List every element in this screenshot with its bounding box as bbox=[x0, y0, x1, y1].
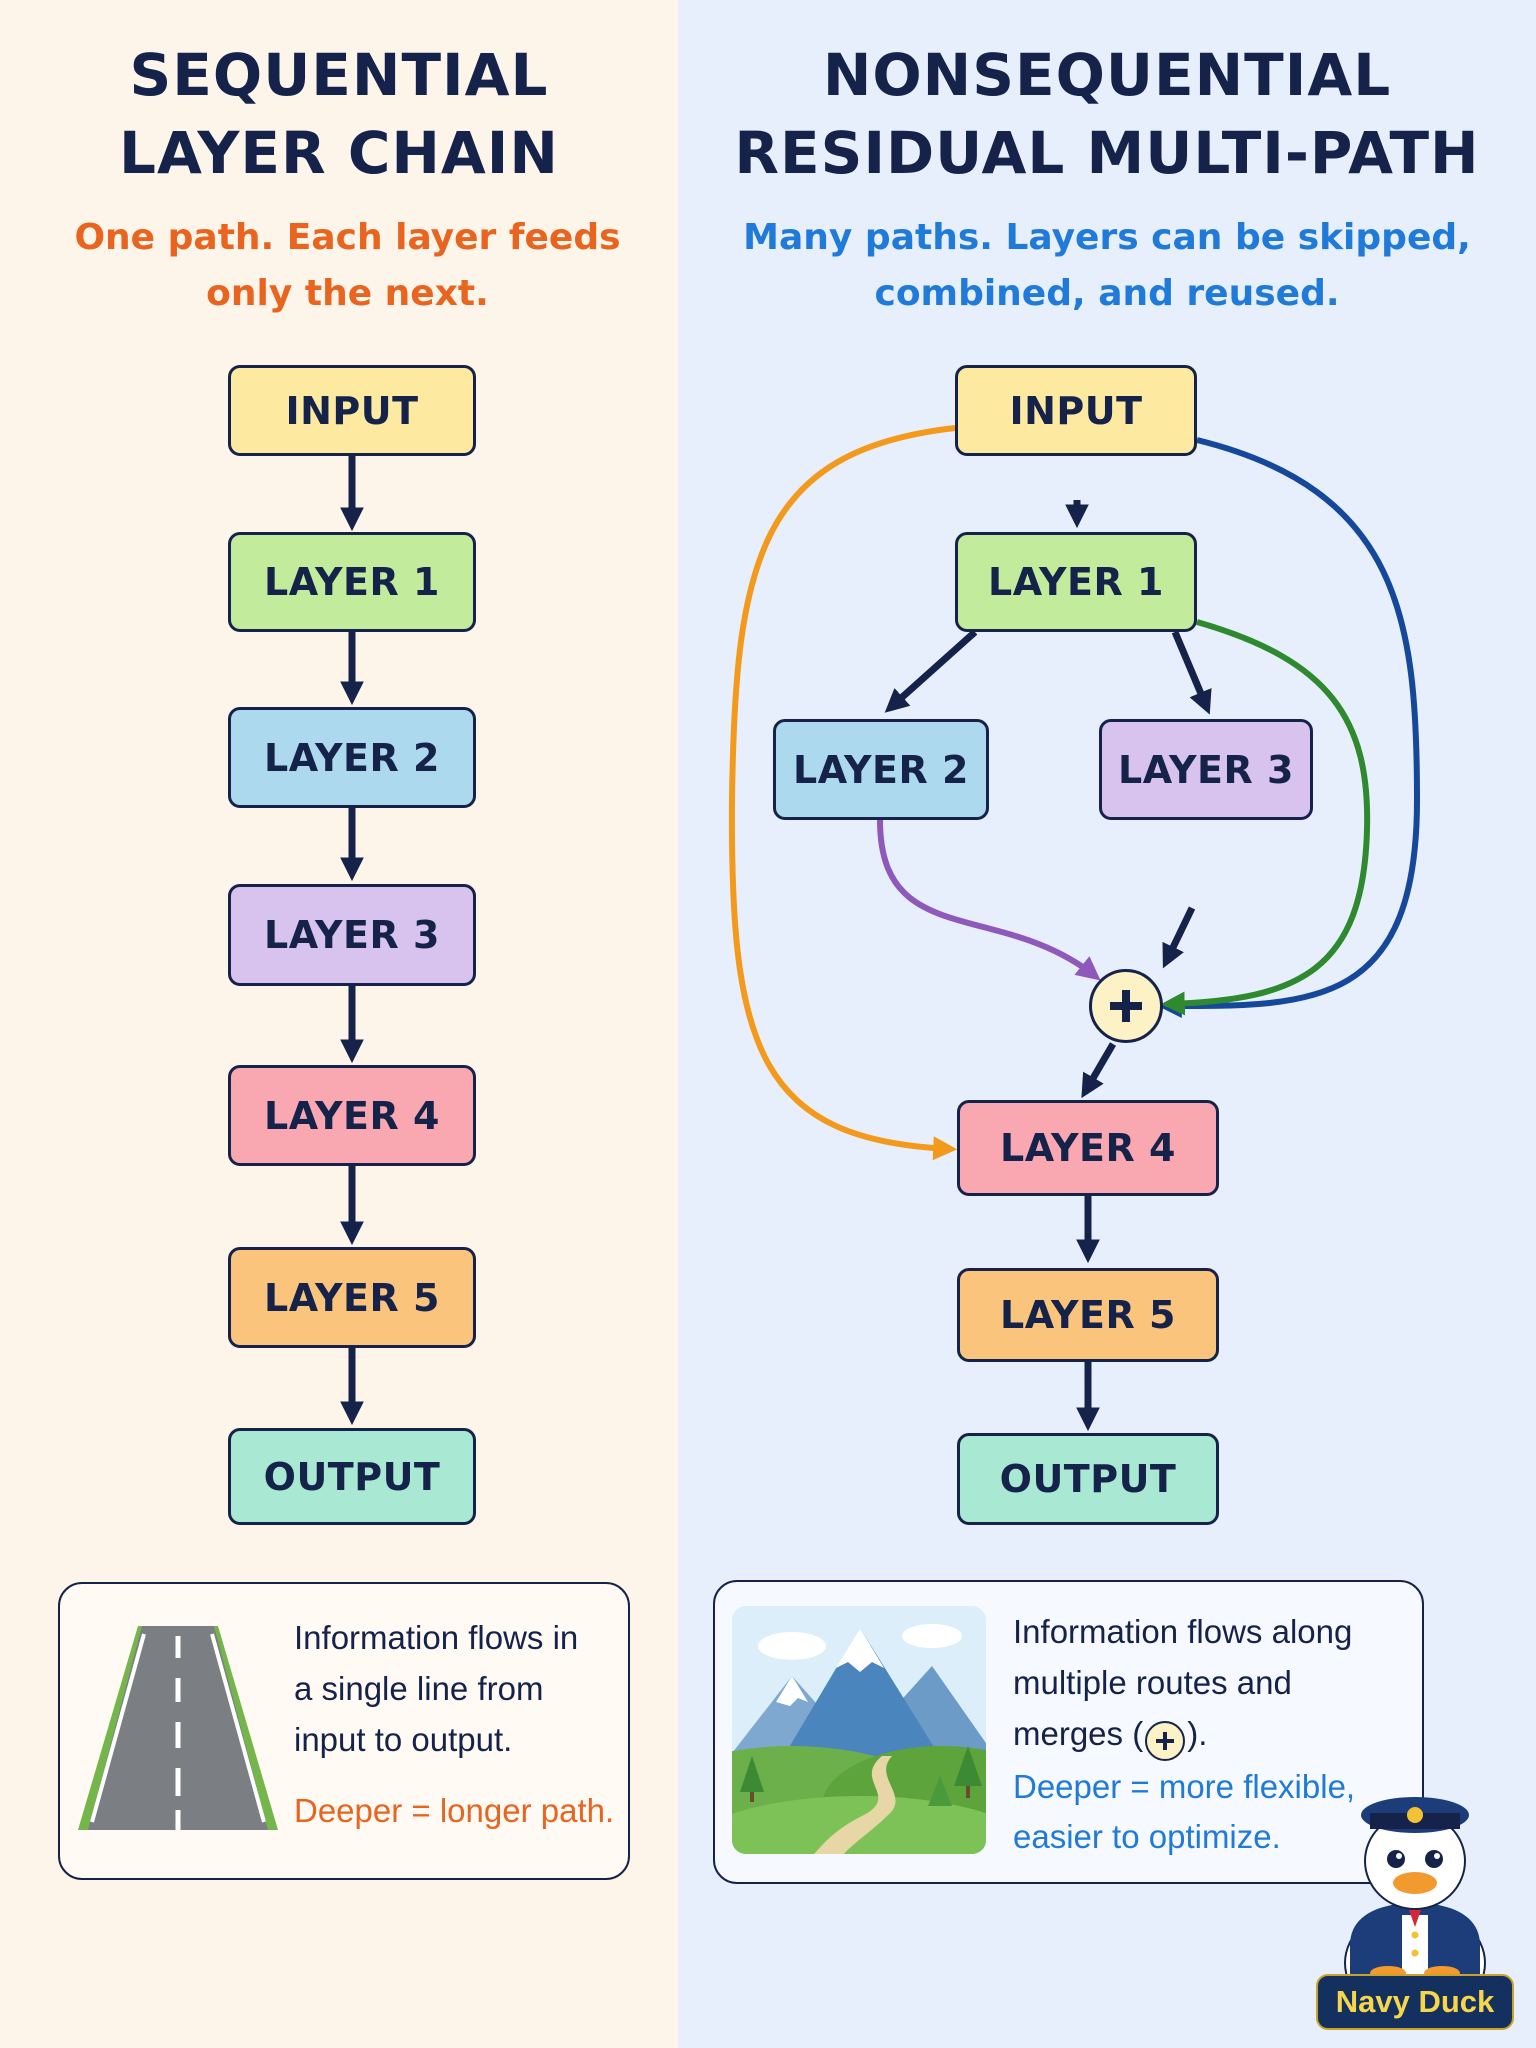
brand-label: Navy Duck bbox=[1316, 1974, 1514, 2030]
right-node-layer3: LAYER 3 bbox=[1099, 719, 1313, 820]
left-node-input: INPUT bbox=[228, 365, 476, 456]
left-node-layer2: LAYER 2 bbox=[228, 707, 476, 808]
arrow-layer1-to-layer3-right bbox=[1171, 630, 1212, 715]
right-node-input: INPUT bbox=[955, 365, 1197, 456]
right-card-line-1: Information flows along bbox=[1013, 1613, 1353, 1650]
green-skip-path bbox=[1160, 619, 1371, 1016]
left-card-line-2: a single line from bbox=[294, 1670, 544, 1707]
right-node-layer2: LAYER 2 bbox=[773, 719, 989, 820]
road-icon bbox=[78, 1626, 278, 1830]
right-card-accent-line-1: Deeper = more flexible, bbox=[1013, 1768, 1356, 1805]
left-card-line-3: input to output. bbox=[294, 1721, 513, 1758]
blue-skip-path bbox=[1157, 437, 1421, 1019]
right-node-output: OUTPUT bbox=[957, 1433, 1219, 1525]
right-card-line-3-suffix: ). bbox=[1187, 1715, 1208, 1752]
left-subtitle-line-2: only the next. bbox=[206, 273, 489, 314]
right-title: NONSEQUENTIAL RESIDUAL MULTI-PATH bbox=[678, 36, 1536, 192]
left-title-line-2: LAYER CHAIN bbox=[119, 119, 559, 187]
arrow-layer1-to-layer2-right bbox=[884, 629, 978, 713]
right-card-accent: Deeper = more flexible, easier to optimi… bbox=[1013, 1762, 1355, 1862]
arrow-merge-to-layer4 bbox=[1081, 1042, 1117, 1099]
right-card-line-3-prefix: merges ( bbox=[1013, 1715, 1144, 1752]
left-node-layer4: LAYER 4 bbox=[228, 1065, 476, 1166]
inline-merge-icon bbox=[1145, 1721, 1186, 1761]
left-node-output: OUTPUT bbox=[228, 1428, 476, 1525]
plus-icon bbox=[1110, 990, 1142, 1022]
right-node-layer5: LAYER 5 bbox=[957, 1268, 1219, 1362]
left-node-layer3: LAYER 3 bbox=[228, 884, 476, 986]
left-card-accent: Deeper = longer path. bbox=[294, 1792, 615, 1829]
mountain-path-icon bbox=[732, 1606, 986, 1854]
orange-skip-path bbox=[728, 425, 958, 1161]
merge-node bbox=[1089, 969, 1163, 1043]
plus-icon bbox=[1156, 1732, 1175, 1750]
left-node-layer1: LAYER 1 bbox=[228, 532, 476, 632]
left-title: SEQUENTIAL LAYER CHAIN bbox=[0, 36, 678, 192]
left-card-line-1: Information flows in bbox=[294, 1619, 579, 1656]
arrow-layer3-to-merge bbox=[1162, 906, 1196, 969]
right-subtitle-line-2: combined, and reused. bbox=[874, 273, 1340, 314]
right-card-line-2: multiple routes and bbox=[1013, 1664, 1292, 1701]
right-node-layer1: LAYER 1 bbox=[955, 532, 1197, 632]
purple-merge-path bbox=[877, 819, 1101, 981]
left-title-line-1: SEQUENTIAL bbox=[129, 41, 549, 109]
right-title-line-1: NONSEQUENTIAL bbox=[822, 41, 1392, 109]
left-subtitle-line-1: One path. Each layer feeds bbox=[74, 217, 621, 258]
right-subtitle: Many paths. Layers can be skipped, combi… bbox=[678, 210, 1536, 322]
left-node-layer5: LAYER 5 bbox=[228, 1247, 476, 1348]
right-card-accent-line-2: easier to optimize. bbox=[1013, 1818, 1281, 1855]
left-card-description: Information flows in a single line from … bbox=[294, 1612, 578, 1765]
right-title-line-2: RESIDUAL MULTI-PATH bbox=[734, 119, 1480, 187]
left-subtitle: One path. Each layer feeds only the next… bbox=[0, 210, 695, 322]
right-node-layer4: LAYER 4 bbox=[957, 1100, 1219, 1196]
right-card-description: Information flows along multiple routes … bbox=[1013, 1606, 1352, 1761]
right-subtitle-line-1: Many paths. Layers can be skipped, bbox=[743, 217, 1471, 258]
